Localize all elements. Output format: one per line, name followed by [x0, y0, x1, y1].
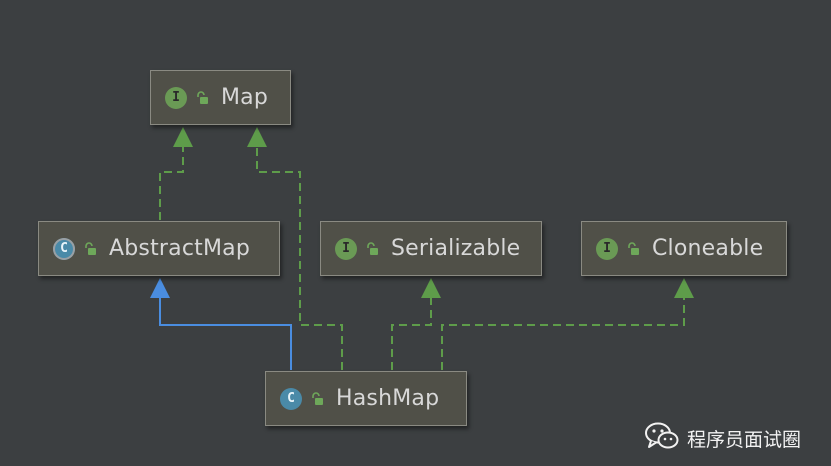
unlocked-padlock-icon: [365, 241, 379, 256]
class-badge-icon: C: [280, 387, 302, 410]
node-label: Cloneable: [652, 236, 764, 261]
node-label: HashMap: [336, 386, 440, 411]
watermark: 程序员面试圈: [645, 422, 801, 455]
unlocked-padlock-icon: [626, 241, 640, 256]
unlocked-padlock-icon: [310, 391, 324, 406]
arrowhead-abstractmap: [150, 278, 170, 298]
node-map[interactable]: I Map: [150, 70, 291, 125]
node-label: Map: [221, 85, 269, 110]
wechat-icon: [645, 422, 679, 455]
node-cloneable[interactable]: I Cloneable: [581, 221, 787, 276]
interface-badge-icon: I: [596, 237, 618, 260]
arrowhead-serializable: [421, 278, 441, 298]
edge-abstractmap-implements-map: [159, 146, 184, 220]
node-serializable[interactable]: I Serializable: [320, 221, 542, 276]
node-label: AbstractMap: [109, 236, 250, 261]
node-abstractmap[interactable]: C AbstractMap: [38, 221, 280, 276]
unlocked-padlock-icon: [83, 241, 97, 256]
arrowhead-cloneable: [674, 278, 694, 298]
edge-hashmap-extends-abstractmap: [159, 298, 292, 370]
arrowhead-map-right: [247, 127, 267, 147]
node-hashmap[interactable]: C HashMap: [265, 371, 467, 426]
edge-hashmap-implements-cloneable: [441, 297, 685, 370]
interface-badge-icon: I: [165, 86, 187, 109]
unlocked-padlock-icon: [195, 90, 209, 105]
edge-hashmap-implements-serializable: [391, 297, 432, 370]
node-label: Serializable: [391, 236, 521, 261]
abstract-class-badge-icon: C: [53, 237, 75, 260]
watermark-label: 程序员面试圈: [687, 429, 802, 451]
interface-badge-icon: I: [335, 237, 357, 260]
arrowhead-map-left: [173, 127, 193, 147]
edge-hashmap-implements-map: [256, 146, 343, 370]
